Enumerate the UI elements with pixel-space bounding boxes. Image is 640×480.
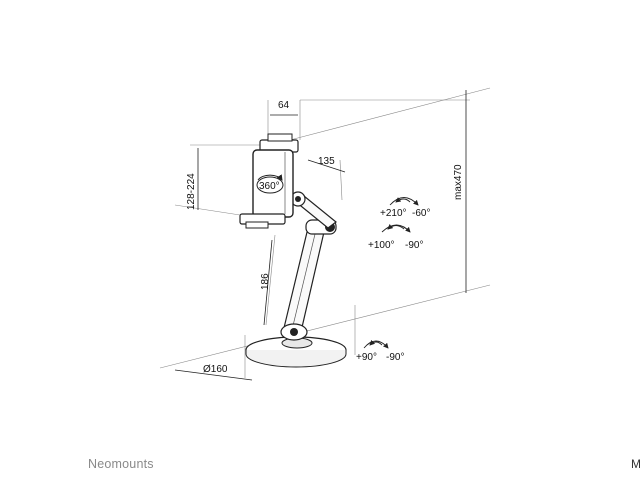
middle-tilt-arrow xyxy=(381,224,411,233)
brand-edge-letter: M xyxy=(631,457,640,471)
round-base xyxy=(245,336,347,368)
dimension-lines xyxy=(174,90,467,381)
max-height-label: max470 xyxy=(453,164,464,200)
middle-tilt-plus-label: +100° xyxy=(368,240,395,251)
top-tilt-plus-label: +210° xyxy=(380,208,407,219)
arm-reach-label: 135 xyxy=(318,156,335,167)
base-dia-dim-line xyxy=(174,369,253,381)
holder-width-label: 128-224 xyxy=(186,173,197,210)
base-diameter-label: Ø160 xyxy=(203,364,228,375)
holder-rotation-label: 360° xyxy=(259,181,280,192)
brand-name: Neomounts xyxy=(88,457,154,471)
middle-tilt-minus-label: -90° xyxy=(405,240,423,251)
holder-depth-label: 64 xyxy=(278,100,290,111)
base-tilt-minus-label: -90° xyxy=(386,352,404,363)
lower-arm-dim-line xyxy=(263,239,273,326)
projection-lines xyxy=(159,87,491,378)
base-tilt-plus-label: +90° xyxy=(356,352,377,363)
top-tilt-arrow xyxy=(389,197,419,206)
arm-reach-dim-line xyxy=(307,159,346,173)
lower-arm xyxy=(282,227,325,337)
base-hinge xyxy=(280,323,308,341)
base-tilt-arrow xyxy=(363,339,389,349)
holder-rotation-badge: 360° xyxy=(256,174,284,194)
lower-arm-label: 186 xyxy=(260,273,271,290)
top-tilt-minus-label: -60° xyxy=(412,208,430,219)
